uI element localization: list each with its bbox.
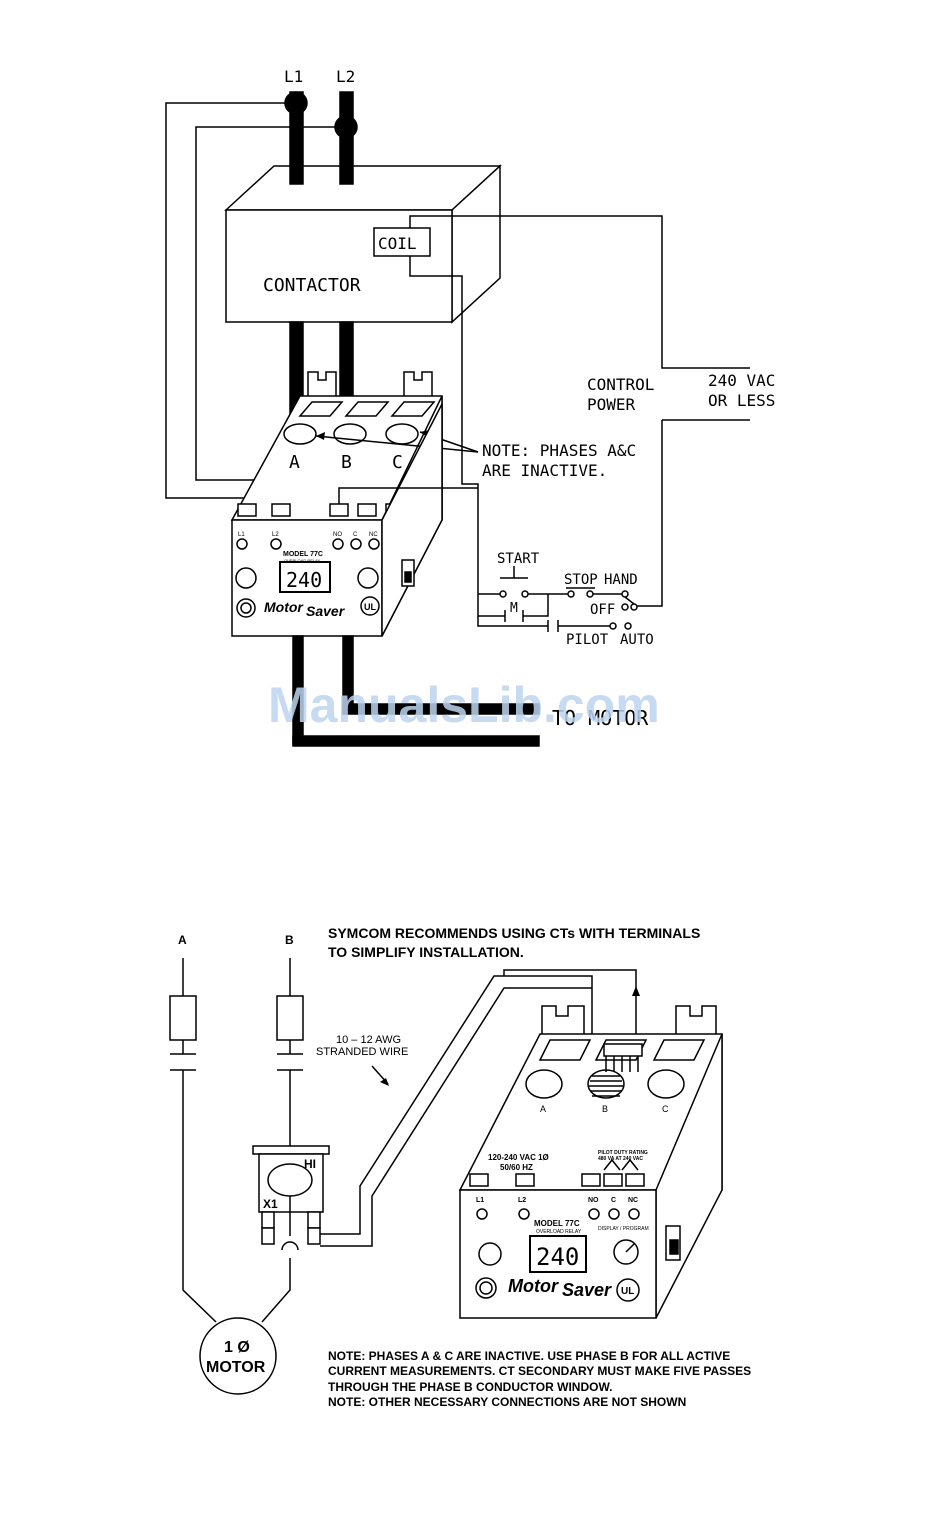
notes-line1: NOTE: PHASES A & C ARE INACTIVE. USE PHA… bbox=[328, 1349, 730, 1363]
relay-top-no: NO bbox=[333, 532, 342, 538]
ct-lead-1 bbox=[320, 975, 593, 1235]
control-wire-right bbox=[634, 420, 663, 607]
top-text: L1 L2 COIL CONTACTOR CONTROL POWER 240 V… bbox=[238, 67, 775, 730]
ct-lead-2 bbox=[320, 987, 592, 1247]
auto-label: AUTO bbox=[620, 632, 654, 648]
relay-top-c: C bbox=[353, 532, 358, 538]
relay-bottom-l1: L1 bbox=[476, 1197, 484, 1204]
relay-bottom-display: 240 bbox=[536, 1243, 579, 1271]
contactor-box bbox=[224, 164, 502, 324]
motor-lead-1-h bbox=[292, 735, 540, 747]
relay-top-subtitle: OVERLOAD RELAY bbox=[284, 558, 320, 563]
to-motor-label: TO MOTOR bbox=[552, 706, 649, 730]
motor-label: MOTOR bbox=[206, 1359, 266, 1376]
hand-label: HAND bbox=[604, 572, 638, 588]
note-arrow-a bbox=[315, 435, 479, 453]
relay-bottom-top bbox=[458, 1005, 723, 1319]
pilot-duty-line2: 480 VA AT 240 VAC bbox=[598, 1156, 643, 1162]
watermark: ManualsLib.com bbox=[268, 677, 660, 733]
relay-phase-c: C bbox=[662, 1104, 669, 1114]
m-contact-label: M bbox=[510, 601, 518, 616]
wire-note-line2: STRANDED WIRE bbox=[316, 1046, 408, 1058]
start-label: START bbox=[497, 551, 540, 567]
relay-top-l2: L2 bbox=[272, 532, 279, 538]
relay-phase-b: B bbox=[602, 1104, 608, 1114]
coil-wire-top bbox=[409, 215, 750, 369]
relay-bottom-brand-a: Motor bbox=[508, 1276, 559, 1296]
phase-b-label: B bbox=[341, 452, 352, 473]
relay-bottom-display-caption: DISPLAY / PROGRAM bbox=[598, 1226, 649, 1232]
phase-b-fuse bbox=[276, 995, 304, 1041]
relay-top-l1: L1 bbox=[238, 532, 245, 538]
wire-note-line1: 10 – 12 AWG bbox=[336, 1034, 401, 1046]
phase-c-label: C bbox=[392, 452, 403, 473]
bottom-text: A B SYMCOM RECOMMENDS USING CTs WITH TER… bbox=[178, 925, 751, 1409]
current-transformer bbox=[252, 1145, 330, 1245]
pilot-duty-line1: PILOT DUTY RATING bbox=[598, 1150, 648, 1156]
coil-box bbox=[373, 227, 431, 257]
coil-label: COIL bbox=[378, 234, 417, 253]
note-line2: ARE INACTIVE. bbox=[482, 461, 607, 480]
motor-lead-2-h bbox=[342, 703, 540, 715]
bottom-diagram bbox=[169, 958, 723, 1395]
notes-line3: THROUGH THE PHASE B CONDUCTOR WINDOW. bbox=[328, 1380, 612, 1394]
relay-top-brand-b: Saver bbox=[306, 603, 346, 619]
header-line2: TO SIMPLIFY INSTALLATION. bbox=[328, 944, 524, 960]
relay-bottom-subtitle: OVERLOAD RELAY bbox=[536, 1229, 582, 1235]
coil-wire-bottom bbox=[409, 256, 479, 594]
relay-bottom-no: NO bbox=[588, 1197, 599, 1204]
phase-a-label: A bbox=[289, 452, 300, 473]
motor-phase: 1 Ø bbox=[224, 1339, 250, 1356]
relay-front bbox=[231, 403, 443, 637]
relay-bottom-nc: NC bbox=[628, 1197, 638, 1204]
bottom-phase-b: B bbox=[285, 933, 294, 947]
control-power-line1: CONTROL bbox=[587, 375, 654, 394]
relay-bottom-l2: L2 bbox=[518, 1197, 526, 1204]
relay-top-brand-a: Motor bbox=[264, 599, 304, 615]
note-line1: NOTE: PHASES A&C bbox=[482, 441, 636, 460]
l2-terminal bbox=[334, 115, 358, 139]
label-l1: L1 bbox=[284, 67, 303, 86]
supply-line2: 50/60 HZ bbox=[500, 1163, 533, 1172]
ct-lead-3 bbox=[503, 969, 637, 1056]
off-label: OFF bbox=[590, 602, 615, 618]
header-line1: SYMCOM RECOMMENDS USING CTs WITH TERMINA… bbox=[328, 925, 700, 941]
voltage-line2: OR LESS bbox=[708, 391, 775, 410]
relay-bottom-brand-b: Saver bbox=[562, 1280, 612, 1300]
ct-x1-label: X1 bbox=[263, 1197, 278, 1211]
relay-bottom-model: MODEL 77C bbox=[534, 1219, 580, 1228]
ct-hi-label: HI bbox=[304, 1157, 316, 1171]
notes-line4: NOTE: OTHER NECESSARY CONNECTIONS ARE NO… bbox=[328, 1395, 686, 1409]
relay-no-wire bbox=[338, 487, 478, 504]
notes-line2: CURRENT MEASUREMENTS. CT SECONDARY MUST … bbox=[328, 1364, 751, 1378]
motor-circle bbox=[199, 1317, 277, 1395]
voltage-line1: 240 VAC bbox=[708, 371, 775, 390]
relay-bottom-ul: UL bbox=[621, 1286, 634, 1297]
contactor-label: CONTACTOR bbox=[263, 275, 361, 296]
l1-terminal bbox=[284, 91, 308, 115]
relay-top-model: MODEL 77C bbox=[283, 551, 323, 558]
label-l2: L2 bbox=[336, 67, 355, 86]
supply-line1: 120-240 VAC 1Ø bbox=[488, 1153, 549, 1162]
control-power-line2: POWER bbox=[587, 395, 636, 414]
top-diagram bbox=[165, 91, 750, 747]
start-station bbox=[477, 566, 638, 632]
relay-bottom-c: C bbox=[611, 1197, 616, 1204]
relay-top-ul: UL bbox=[364, 602, 376, 612]
stop-label: STOP bbox=[564, 572, 598, 588]
relay-top-display: 240 bbox=[286, 568, 322, 592]
bottom-phase-a: A bbox=[178, 933, 187, 947]
phase-a-fuse bbox=[169, 995, 197, 1041]
relay-top-nc: NC bbox=[369, 532, 378, 538]
relay-bottom-front bbox=[459, 1189, 681, 1319]
pilot-label: PILOT bbox=[566, 632, 609, 648]
relay-phase-a: A bbox=[540, 1104, 546, 1114]
